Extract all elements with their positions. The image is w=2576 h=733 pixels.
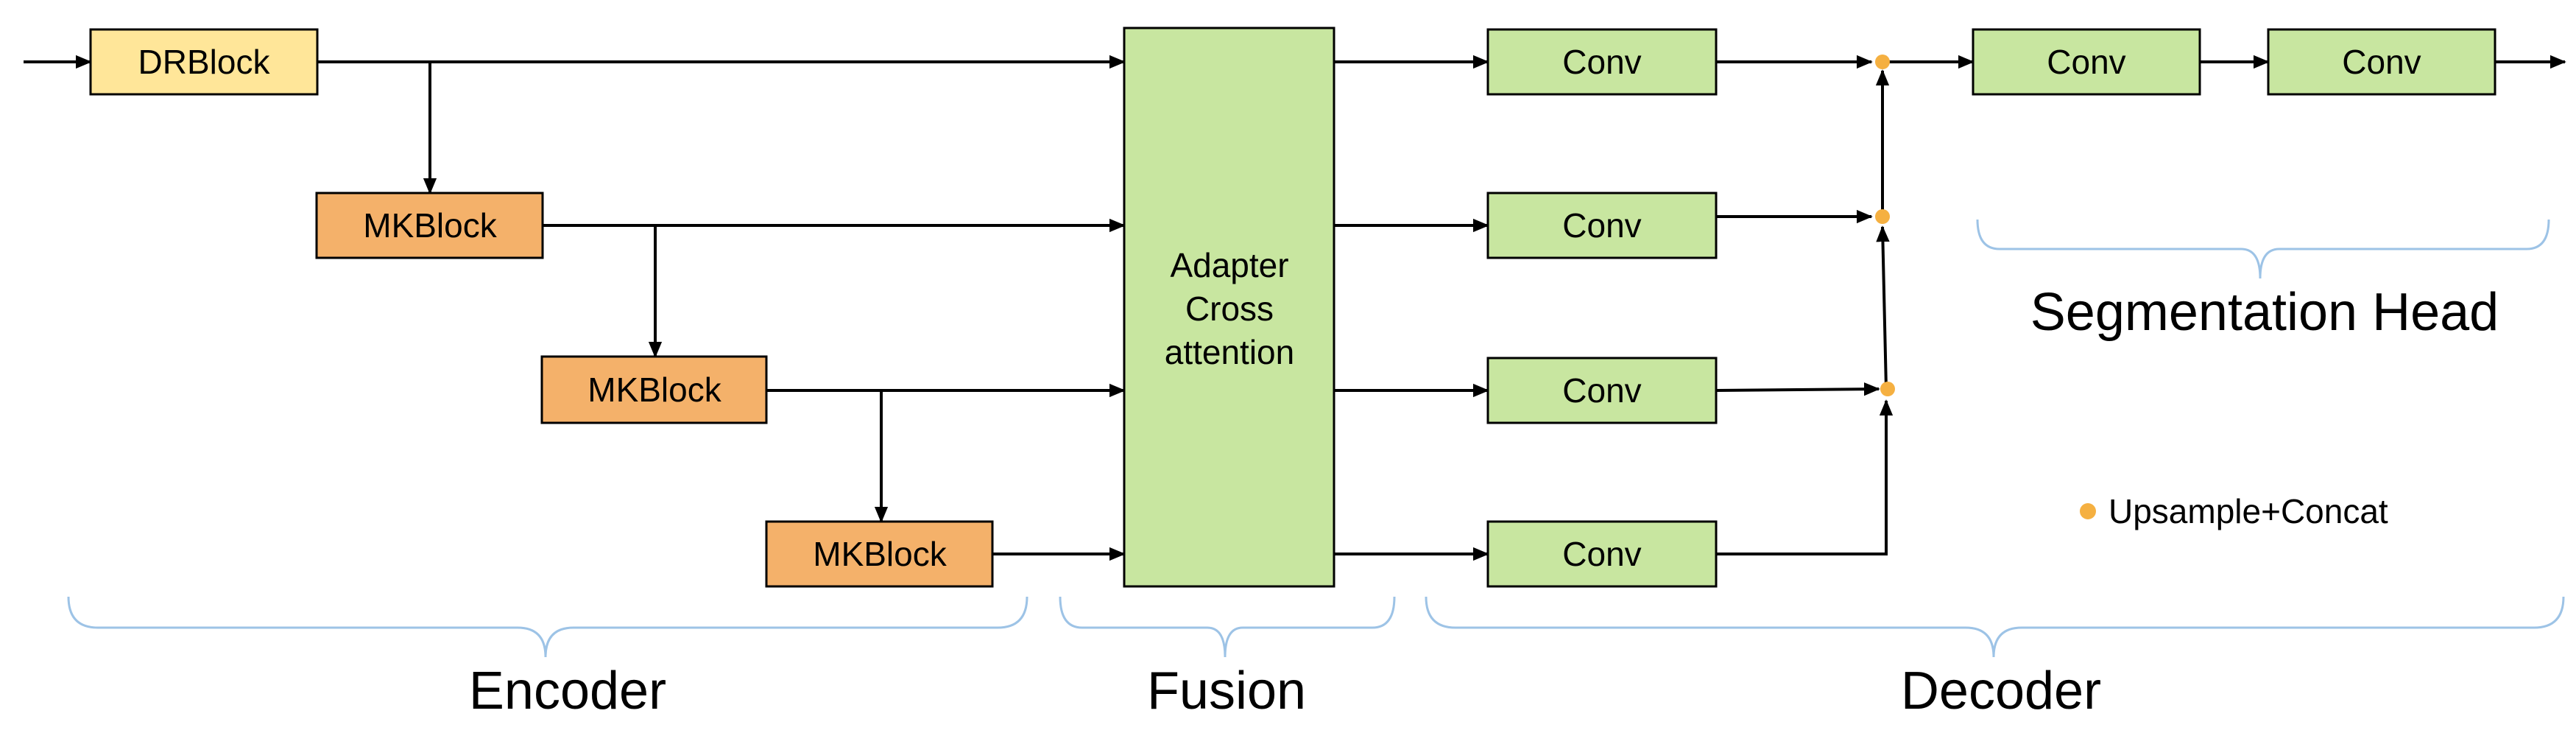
drblock: DRBlock (89, 28, 319, 96)
seg-conv-1-label: Conv (2047, 43, 2125, 81)
fusion-label: Fusion (1147, 662, 1306, 720)
decoder-brace (1425, 596, 2565, 658)
conv-2-label: Conv (1562, 206, 1641, 245)
legend: Upsample+Concat (2080, 492, 2388, 530)
conv-block-1: Conv (1486, 28, 1718, 96)
segmentation-head-brace (1976, 219, 2550, 279)
upsample-dot-1 (1875, 55, 1890, 69)
conv-block-3: Conv (1486, 357, 1718, 424)
decoder-label: Decoder (1901, 662, 2101, 720)
fusion-label-line2: Cross (1185, 290, 1274, 328)
legend-dot (2080, 503, 2096, 519)
conv-4-label: Conv (1562, 535, 1641, 573)
fusion-label-line1: Adapter (1170, 246, 1288, 284)
mkblock-3: MKBlock (765, 520, 994, 588)
upsample-dot-3 (1880, 382, 1895, 396)
mkblock-1: MKBlock (315, 192, 544, 259)
fusion-brace (1059, 596, 1396, 658)
conv-3-label: Conv (1562, 371, 1641, 410)
encoder-brace (67, 596, 1028, 658)
conv3-to-dot3-arrow (1715, 382, 1880, 396)
encoder-label: Encoder (469, 662, 666, 720)
upsample-dot-2 (1875, 209, 1890, 224)
fusion-label-line3: attention (1165, 333, 1294, 371)
seg-conv-2-label: Conv (2342, 43, 2421, 81)
conv-block-4: Conv (1486, 520, 1718, 588)
braces (67, 219, 2565, 658)
mkblock-2-label: MKBlock (587, 371, 721, 409)
drblock-label: DRBlock (138, 43, 271, 81)
seg-conv-block-1: Conv (1972, 28, 2201, 96)
segmentation-head-label: Segmentation Head (2030, 283, 2499, 342)
conv4-to-dot3-arrow (1716, 399, 1894, 555)
mkblock-2: MKBlock (540, 355, 768, 424)
mkblock-3-label: MKBlock (813, 535, 947, 573)
conv-block-2: Conv (1486, 192, 1718, 259)
seg-conv-block-2: Conv (2267, 28, 2496, 96)
mkblock-1-label: MKBlock (363, 206, 497, 245)
upsample-dots (1875, 55, 1895, 396)
connectors (24, 55, 2566, 561)
fusion-block: Adapter Cross attention (1123, 27, 1335, 588)
conv-1-label: Conv (1562, 43, 1641, 81)
legend-upsample-concat: Upsample+Concat (2109, 492, 2388, 530)
dot3-to-dot2-arrow (1876, 225, 1890, 390)
